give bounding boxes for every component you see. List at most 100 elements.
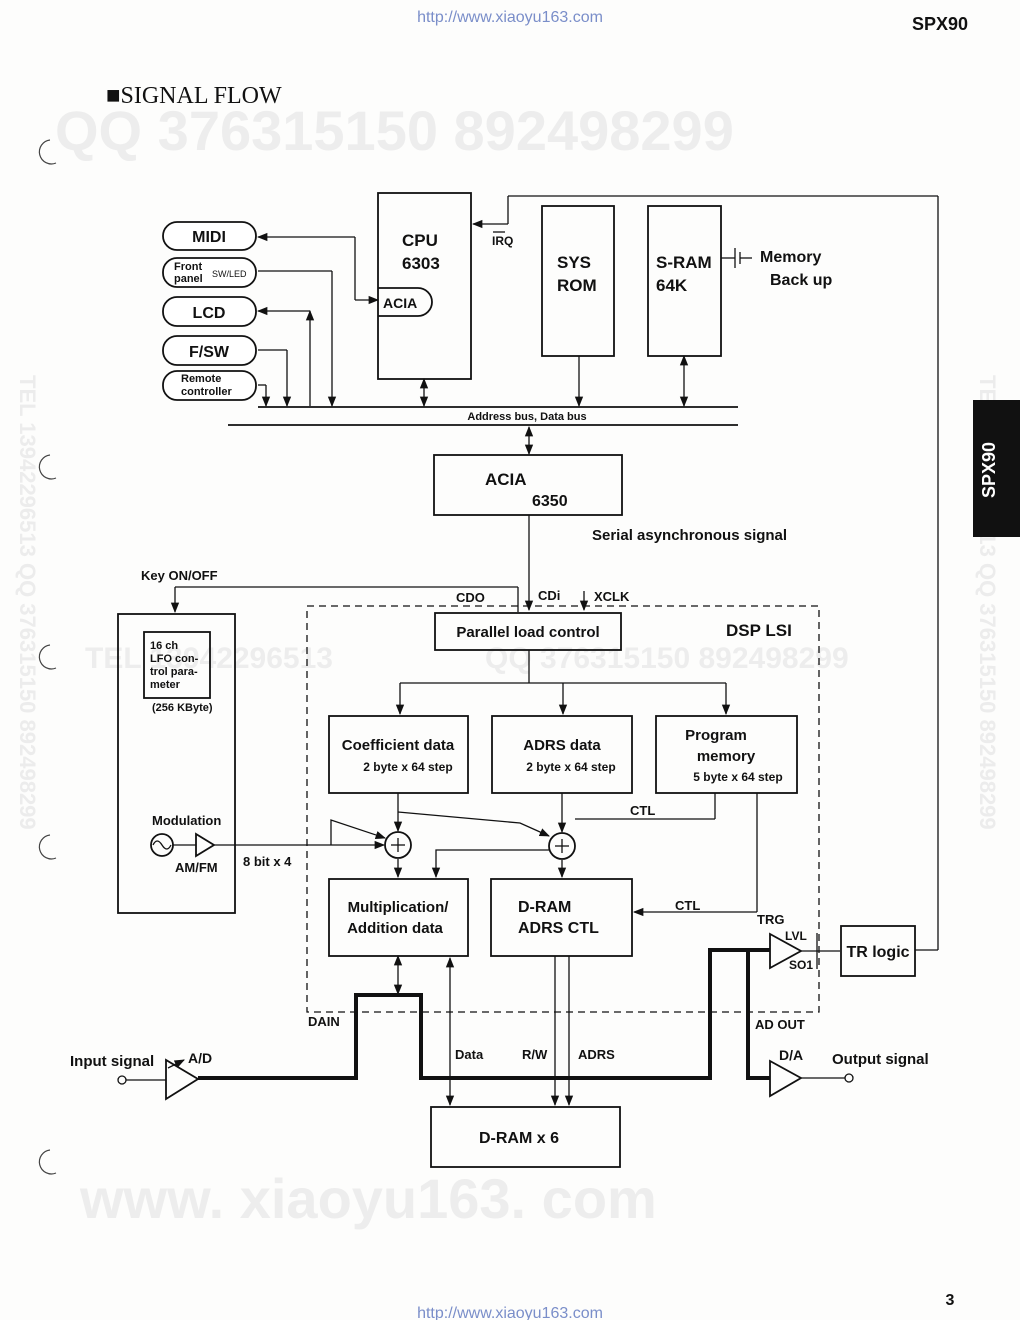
input-signal-label: Input signal: [70, 1053, 154, 1070]
key-onoff-label: Key ON/OFF: [141, 568, 218, 583]
midi-block: [162, 221, 257, 251]
parallel-load-block: [434, 612, 622, 651]
margin-mark: [38, 1149, 57, 1175]
dram-x6-block: [430, 1106, 621, 1168]
model-header: SPX90: [912, 14, 968, 34]
lfo-line3: trol para-: [150, 666, 198, 678]
ad-label: A/D: [188, 1050, 212, 1066]
acia-6350-block: [433, 454, 623, 516]
cdo-label: CDO: [456, 590, 485, 605]
cdi-label: CDi: [538, 588, 560, 603]
lfo-line1: 16 ch: [150, 640, 178, 652]
cpu-model: 6303: [402, 254, 440, 273]
multiplication-block: [328, 878, 469, 957]
output-signal-label: Output signal: [832, 1051, 929, 1068]
lfo-block: [117, 613, 236, 914]
lvl-label: LVL: [785, 929, 807, 943]
watermark-domain: www. xiaoyu163. com: [79, 1167, 657, 1230]
coefficient-line1: Coefficient data: [342, 737, 455, 754]
trg-label: TRG: [757, 912, 784, 927]
sram-line1: S-RAM: [656, 253, 712, 272]
lfo-line2: LFO con-: [150, 653, 199, 665]
program-memory-line3: 5 byte x 64 step: [693, 770, 782, 784]
bus-label: Address bus, Data bus: [467, 411, 586, 423]
dram-ctl-line1: D-RAM: [518, 899, 571, 916]
watermark-tel: TEL 13942296513: [85, 642, 333, 675]
dram-x6-label: D-RAM x 6: [479, 1130, 559, 1147]
amfm-label: AM/FM: [175, 860, 218, 875]
watermark-qq-mid: QQ 376315150 892498299: [485, 642, 849, 675]
front-panel-block: [162, 257, 257, 288]
cpu-acia-port: [378, 287, 433, 317]
page-title: ■SIGNAL FLOW: [106, 83, 282, 109]
bits-label: 8 bit x 4: [243, 854, 292, 869]
lcd-block: [162, 296, 257, 327]
tr-logic-label: TR logic: [846, 944, 909, 961]
ad-out-label: AD OUT: [755, 1017, 805, 1032]
margin-mark: [38, 644, 57, 670]
sys-rom-block: [541, 205, 615, 357]
margin-mark: [38, 139, 57, 165]
lfo-size: (256 KByte): [152, 702, 213, 714]
lfo-parameter-memory: [143, 631, 211, 699]
modulation-label: Modulation: [152, 813, 221, 828]
xclk-label: XCLK: [594, 589, 630, 604]
sram-line2: 64K: [656, 276, 688, 295]
margin-mark: [38, 834, 57, 860]
amplifier-icon: [195, 832, 216, 858]
remote-label-1: Remote: [181, 373, 221, 385]
da-converter: [769, 1059, 803, 1098]
side-tab: [973, 400, 1020, 537]
dram-adrs-ctl-block: [490, 878, 633, 957]
midi-label: MIDI: [192, 229, 226, 246]
acia-6350-line1: ACIA: [485, 470, 527, 489]
fsw-label: F/SW: [189, 344, 230, 361]
output-terminal: [844, 1073, 854, 1083]
dain-label: DAIN: [308, 1014, 340, 1029]
memory-backup-line2: Back up: [770, 272, 832, 289]
lfo-line4: meter: [150, 679, 181, 691]
program-memory-line1: Program: [685, 727, 747, 744]
front-panel-label-1: Front: [174, 261, 202, 273]
remote-block: [162, 370, 257, 401]
sys-rom-line2: ROM: [557, 276, 597, 295]
margin-mark: [38, 454, 57, 480]
dsp-lsi-label: DSP LSI: [726, 621, 792, 640]
fsw-block: [162, 335, 257, 366]
parallel-load-label: Parallel load control: [456, 624, 599, 641]
memory-backup-line1: Memory: [760, 249, 821, 266]
dram-ctl-line2: ADRS CTL: [518, 920, 599, 937]
lcd-label: LCD: [193, 305, 226, 322]
program-memory-block: [655, 715, 798, 794]
front-panel-label-2: panel: [174, 273, 203, 285]
adrs-data-block: [491, 715, 633, 794]
source-url-top[interactable]: http://www.xiaoyu163.com: [417, 9, 603, 26]
source-url-bottom[interactable]: http://www.xiaoyu163.com: [417, 1305, 603, 1320]
input-terminal: [117, 1075, 127, 1085]
serial-label: Serial asynchronous signal: [592, 527, 787, 544]
data-label: Data: [455, 1047, 484, 1062]
trigger-comparator: [769, 932, 803, 970]
mult-line1: Multiplication/: [348, 899, 450, 916]
tr-logic-block: [840, 925, 916, 977]
audio-data-path: [198, 948, 748, 1080]
ad-converter: [165, 1058, 200, 1101]
page-number: 3: [946, 1292, 955, 1309]
program-memory-line2: memory: [697, 748, 756, 765]
sys-rom-line1: SYS: [557, 253, 591, 272]
coefficient-line2: 2 byte x 64 step: [363, 760, 452, 774]
rw-label: R/W: [522, 1047, 548, 1062]
acia-6350-line2: 6350: [532, 493, 568, 510]
dsp-lsi-region: [306, 605, 820, 1013]
ctl-label-2: CTL: [675, 898, 700, 913]
ctl-label-1: CTL: [630, 803, 655, 818]
adrs-label: ADRS: [578, 1047, 615, 1062]
sw-led-label: SW/LED: [212, 269, 247, 279]
mult-line2: Addition data: [347, 920, 443, 937]
irq-label: IRQ: [492, 234, 513, 248]
cpu-acia-label: ACIA: [383, 295, 417, 311]
watermark-qq: QQ 376315150 892498299: [55, 99, 734, 162]
remote-label-2: controller: [181, 386, 232, 398]
